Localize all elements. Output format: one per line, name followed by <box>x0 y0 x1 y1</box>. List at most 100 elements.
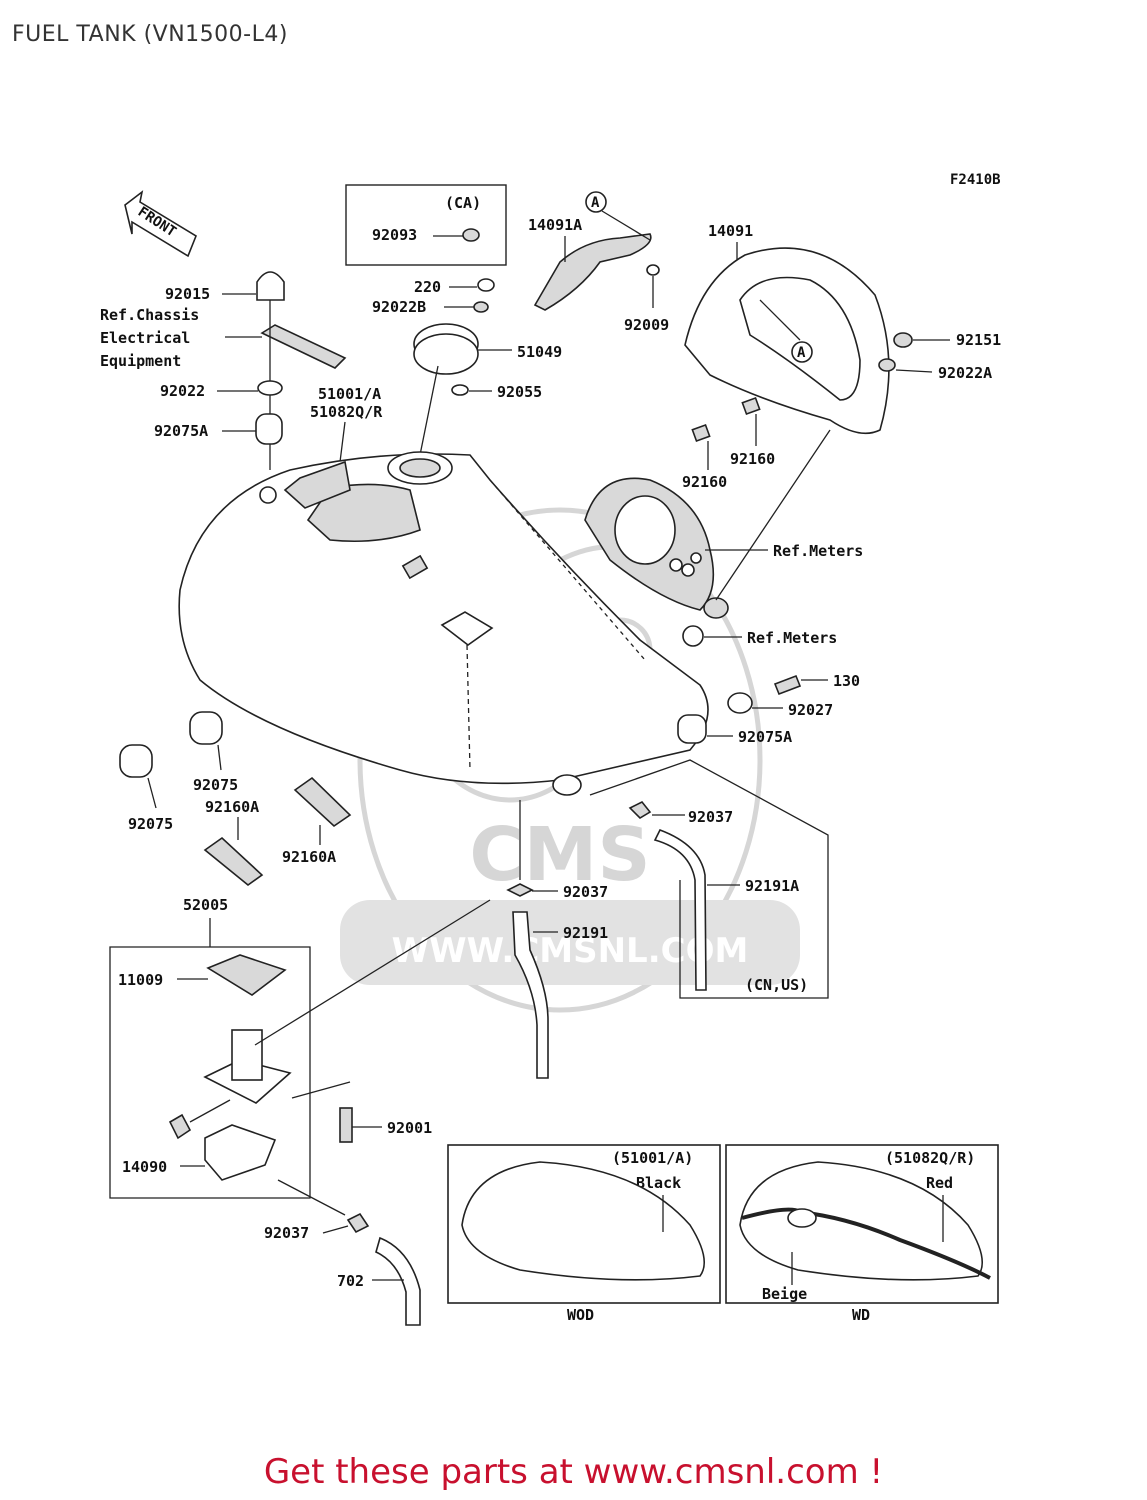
part-92037-label-right: 92037 <box>688 808 733 826</box>
callout-a-cover <box>791 341 813 363</box>
part-11009-label: 11009 <box>118 971 163 989</box>
part-92027-collar <box>727 692 753 714</box>
part-92022-label: 92022 <box>160 382 205 400</box>
wod-box-code: (51001/A) <box>612 1149 693 1167</box>
cn-us-label: (CN,US) <box>745 976 808 994</box>
fuel-pump-mount-plate <box>440 611 494 646</box>
page-title: FUEL TANK (VN1500-L4) <box>12 22 288 47</box>
wod-caption: WOD <box>567 1306 594 1324</box>
ref-chassis-line3: Equipment <box>100 352 181 370</box>
fuel-pump-connector <box>168 1113 192 1140</box>
part-92075a-label-right: 92075A <box>738 728 792 746</box>
part-92093-nut <box>462 228 480 242</box>
fuel-tank-body <box>178 453 709 785</box>
callout-a-top <box>585 191 607 213</box>
part-51001-label: 51001/A <box>318 385 381 403</box>
part-14091a-label: 14091A <box>528 216 582 234</box>
part-92037-clamp-lower <box>346 1212 370 1234</box>
fuel-pump-body <box>231 1029 263 1081</box>
wod-color-label: Black <box>636 1174 681 1192</box>
part-92001-label: 92001 <box>387 1119 432 1137</box>
wod-tank-silhouette <box>461 1161 706 1281</box>
part-92037-label-center: 92037 <box>563 883 608 901</box>
ref-meters-label-2: Ref.Meters <box>747 629 837 647</box>
part-130-label: 130 <box>833 672 860 690</box>
speedometer-face <box>614 495 676 565</box>
part-92160a-label-b: 92160A <box>282 848 336 866</box>
part-92015-cap-nut <box>256 271 285 301</box>
part-702-hose <box>375 1236 421 1326</box>
part-92037-clamp-right <box>628 800 652 820</box>
part-92037-label-lower: 92037 <box>264 1224 309 1242</box>
part-220-screw <box>477 278 495 292</box>
part-92075-damper-b <box>119 744 153 778</box>
meter-grommet <box>703 597 729 619</box>
meter-damper <box>682 625 704 647</box>
part-92160-label-a: 92160 <box>730 450 775 468</box>
part-92191-hose <box>512 911 549 1079</box>
ref-chassis-line1: Ref.Chassis <box>100 306 199 324</box>
wd-variant-panel <box>725 1144 999 1304</box>
part-92022a-washer <box>878 358 896 372</box>
figure-code: F2410B <box>950 172 1001 188</box>
part-92151-label: 92151 <box>956 331 1001 349</box>
part-14091a-cover <box>533 233 652 311</box>
wd-box-code: (51082Q/R) <box>885 1149 975 1167</box>
part-14090-label: 14090 <box>122 1158 167 1176</box>
part-11009-gasket <box>206 954 287 996</box>
fuel-tank-panel <box>306 483 421 542</box>
part-92027-label: 92027 <box>788 701 833 719</box>
part-92022b-washer <box>473 301 489 313</box>
part-52005-label: 52005 <box>183 896 228 914</box>
ref-chassis-line2: Electrical <box>100 329 190 347</box>
watermark-url: WWW.CMSNL.COM <box>392 931 749 971</box>
ca-variant-box <box>345 184 507 266</box>
part-92055-label: 92055 <box>497 383 542 401</box>
tank-mount-hole <box>259 486 277 504</box>
footer-promo-text: Get these parts at www.cmsnl.com ! <box>263 1452 884 1492</box>
part-92022b-label: 92022B <box>372 298 426 316</box>
part-92055-o-ring <box>451 384 469 396</box>
part-92160a-grommet-a <box>203 836 264 887</box>
part-92160-grommet-a <box>741 396 761 416</box>
part-92191a-label: 92191A <box>745 877 799 895</box>
watermark-brand: CMS <box>469 812 650 898</box>
wd-filler-cap <box>787 1208 817 1228</box>
part-92075a-damper-top <box>255 413 283 445</box>
part-14091-label: 14091 <box>708 222 753 240</box>
part-92151-screw <box>893 332 913 348</box>
part-92001-bolt <box>339 1107 353 1143</box>
part-92160a-grommet-b <box>293 776 352 828</box>
part-92009-screw <box>646 264 660 276</box>
wd-tank-silhouette <box>739 1161 984 1281</box>
front-arrow-icon: FRONT <box>124 190 197 258</box>
part-92075-label-b: 92075 <box>128 815 173 833</box>
part-92022a-label: 92022A <box>938 364 992 382</box>
part-92075-damper-a <box>189 711 223 745</box>
ref-meters-label-1: Ref.Meters <box>773 542 863 560</box>
part-130-bolt <box>773 674 802 696</box>
part-92037-clamp-center <box>506 883 534 897</box>
fuel-tank-bracket <box>283 460 351 509</box>
tank-clip <box>401 554 429 580</box>
part-220-label: 220 <box>414 278 441 296</box>
part-51082qr-label: 51082Q/R <box>310 403 383 421</box>
part-92160a-label-a: 92160A <box>205 798 259 816</box>
part-92191-label: 92191 <box>563 924 608 942</box>
part-92191a-hose <box>653 828 707 991</box>
wd-color-red-label: Red <box>926 1174 953 1192</box>
tank-outlet-fitting <box>552 774 582 796</box>
part-51049-label: 51049 <box>517 343 562 361</box>
callout-a-cover-label: A <box>797 345 806 361</box>
chassis-bracket <box>260 324 347 369</box>
part-92015-label: 92015 <box>165 285 210 303</box>
callout-a-top-label: A <box>591 195 600 211</box>
part-92075a-damper-right <box>677 714 707 744</box>
part-92093-label: 92093 <box>372 226 417 244</box>
part-92160-label-b: 92160 <box>682 473 727 491</box>
meter-cover-window <box>739 276 861 401</box>
part-92075a-label-top: 92075A <box>154 422 208 440</box>
part-92075-label-a: 92075 <box>193 776 238 794</box>
fuel-pump-flange <box>203 1059 292 1104</box>
